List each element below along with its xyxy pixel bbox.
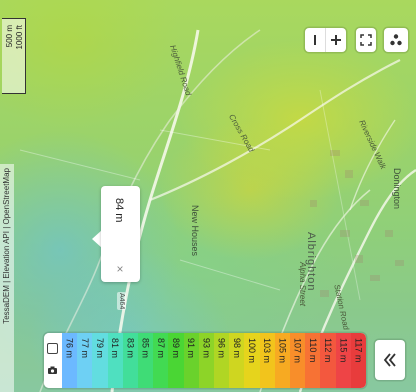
road-riverside xyxy=(349,119,396,211)
legend-band: 115 m xyxy=(335,333,351,388)
road-badge-a464: A464 xyxy=(117,292,126,311)
legend-band: 105 m xyxy=(274,333,291,388)
legend-band: 98 m xyxy=(229,333,245,388)
zoom-in-button[interactable] xyxy=(325,28,346,52)
legend-band: 85 m xyxy=(138,333,154,388)
elevation-popup: 84 m × xyxy=(101,186,140,282)
legend-band: 81 m xyxy=(107,333,123,388)
place-label-donington: Donington xyxy=(392,168,402,210)
legend-band-label: 93 m xyxy=(201,338,212,359)
legend-band-label: 79 m xyxy=(95,338,105,359)
legend-band-label: 91 m xyxy=(186,338,197,359)
legend-checkbox[interactable] xyxy=(47,343,58,354)
legend-band-label: 87 m xyxy=(155,338,166,359)
legend-band: 96 m xyxy=(214,333,230,388)
legend-band-label: 103 m xyxy=(262,338,273,364)
layers-button[interactable] xyxy=(384,28,408,52)
legend-band-label: 81 m xyxy=(110,338,121,359)
legend-band: 93 m xyxy=(198,333,215,388)
legend-band-label: 96 m xyxy=(216,338,227,359)
road-minor-1 xyxy=(159,129,271,151)
legend-band-label: 77 m xyxy=(79,338,90,359)
road-cross xyxy=(149,59,401,202)
town-blocks xyxy=(310,150,404,297)
legend-band: 112 m xyxy=(320,333,336,388)
road-highfield xyxy=(110,29,200,392)
legend-band: 79 m xyxy=(92,333,108,388)
legend-band-label: 117 m xyxy=(353,338,364,363)
legend-band-label: 110 m xyxy=(307,338,318,363)
legend-band-label: 85 m xyxy=(140,338,151,359)
road-minor-2 xyxy=(19,149,141,181)
legend-band: 87 m xyxy=(153,333,169,388)
road-minor-4 xyxy=(319,89,361,301)
zoom-control xyxy=(305,28,346,52)
scale-bar: 500 m 1000 ft xyxy=(2,18,26,94)
legend-band-label: 76 m xyxy=(64,338,75,359)
legend-options xyxy=(44,333,63,388)
collapse-legend-button[interactable] xyxy=(375,340,405,380)
legend-band: 83 m xyxy=(122,333,139,388)
legend-band: 107 m xyxy=(290,333,306,388)
popup-pointer xyxy=(92,230,102,248)
legend-color-bands: 76 m 77 m 79 m 81 m 83 m 85 m 87 m 89 m 91 m 93 m… xyxy=(62,333,366,388)
camera-icon[interactable] xyxy=(47,365,58,376)
popup-elevation-value: 84 m xyxy=(113,198,125,223)
legend-band-label: 115 m xyxy=(338,338,349,363)
place-label-new-houses: New Houses xyxy=(190,205,200,257)
attribution-bar: TessaDEM | Elevation API | OpenStreetMap xyxy=(0,164,14,392)
fullscreen-button[interactable] xyxy=(356,28,376,52)
attribution-text[interactable]: TessaDEM | Elevation API | OpenStreetMap xyxy=(2,168,11,324)
collapse-chevrons-icon xyxy=(383,353,396,367)
scale-imperial: 1000 ft xyxy=(15,25,24,50)
place-label-albrighton: Albrighton xyxy=(305,232,317,292)
fullscreen-icon xyxy=(360,34,372,46)
legend-band: 117 m xyxy=(350,333,366,388)
popup-close-button[interactable]: × xyxy=(116,262,124,276)
road-minor-3 xyxy=(179,259,281,291)
legend-band-label: 107 m xyxy=(292,338,303,364)
legend-band: 91 m xyxy=(183,333,199,388)
legend-band-label: 105 m xyxy=(277,338,288,364)
minus-icon xyxy=(314,35,316,45)
plus-icon xyxy=(331,35,341,45)
scale-metric: 500 m xyxy=(5,25,14,48)
legend-band-label: 98 m xyxy=(231,338,242,359)
legend-band: 100 m xyxy=(244,333,260,388)
legend-band: 110 m xyxy=(305,333,321,388)
road-label-alpha: Alpha Street xyxy=(298,262,307,307)
legend-band-label: 100 m xyxy=(247,338,258,364)
legend-band-label: 89 m xyxy=(171,338,182,359)
legend-band: 103 m xyxy=(259,333,275,388)
legend-band-label: 83 m xyxy=(125,338,136,359)
elevation-legend: 76 m 77 m 79 m 81 m 83 m 85 m 87 m 89 m 91 m 93 m… xyxy=(44,333,366,388)
legend-band: 76 m xyxy=(62,333,78,388)
layers-icon xyxy=(390,34,402,46)
legend-band: 89 m xyxy=(168,333,184,388)
zoom-out-button[interactable] xyxy=(305,28,325,52)
legend-band: 77 m xyxy=(77,333,93,388)
legend-band-label: 112 m xyxy=(323,338,334,363)
